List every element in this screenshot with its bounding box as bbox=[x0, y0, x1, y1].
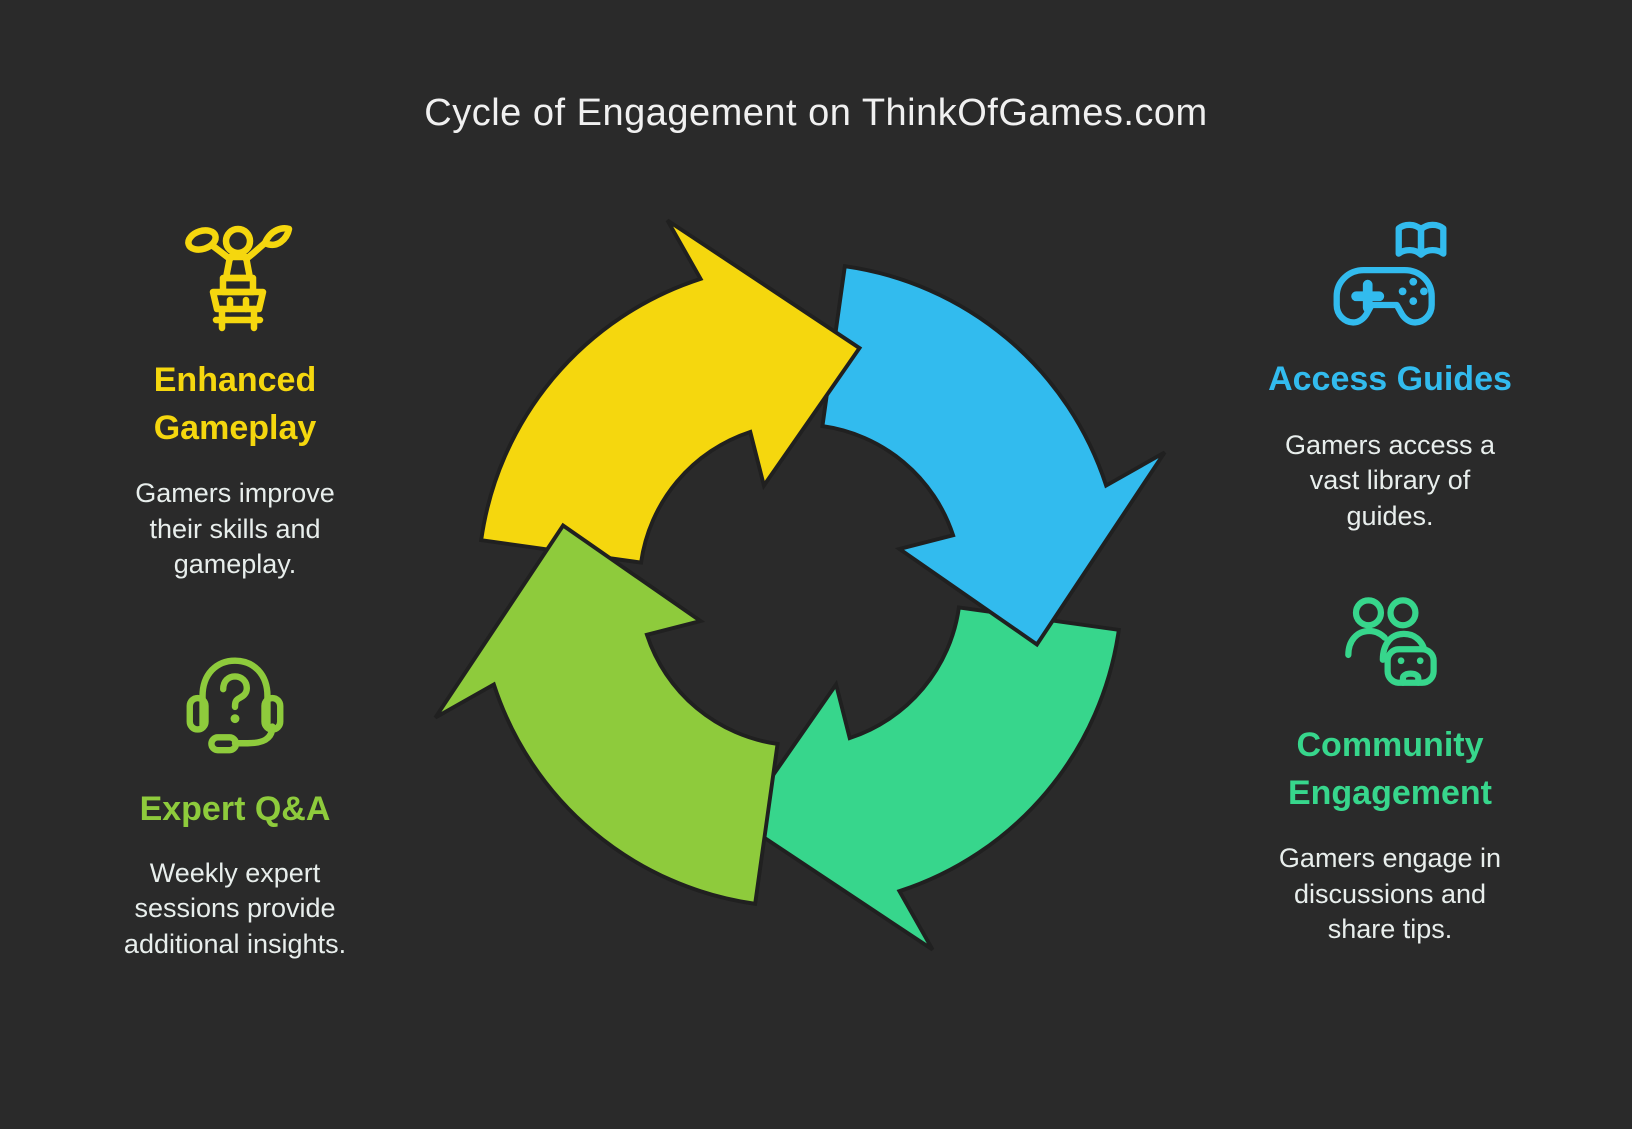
section-access-guides: Access Guides Gamers access a vast libra… bbox=[1265, 212, 1515, 534]
cycle-arrow-expert-qa bbox=[433, 522, 780, 907]
section-heading: Access Guides bbox=[1268, 360, 1512, 398]
controller-book-icon bbox=[1333, 221, 1447, 326]
section-description: Weekly expert sessions provide additiona… bbox=[123, 857, 347, 959]
section-heading: Enhanced Gameplay bbox=[153, 361, 317, 447]
section-enhanced-gameplay: Enhanced Gameplay Gamers improve their s… bbox=[110, 215, 360, 583]
section-description: Gamers improve their skills and gameplay… bbox=[135, 478, 335, 580]
section-description: Gamers engage in discussions and share t… bbox=[1278, 843, 1502, 945]
page-title: Cycle of Engagement on ThinkOfGames.com bbox=[424, 92, 1208, 134]
section-description: Gamers access a vast library of guides. bbox=[1284, 429, 1496, 531]
cycle-diagram bbox=[433, 218, 1167, 952]
people-controller-icon bbox=[1344, 597, 1437, 686]
section-heading: Expert Q&A bbox=[139, 790, 331, 828]
section-expert-qa: Expert Q&A Weekly expert sessions provid… bbox=[110, 640, 360, 962]
cycle-arrow-access-guides bbox=[820, 263, 1167, 648]
cycle-arrow-community-engagement bbox=[737, 605, 1122, 952]
cycle-arrow-enhanced-gameplay bbox=[478, 218, 863, 565]
winner-podium-icon bbox=[185, 225, 293, 332]
headset-question-icon bbox=[186, 657, 284, 754]
section-heading: Community Engagement bbox=[1287, 726, 1493, 812]
section-community-engagement: Community Engagement Gamers engage in di… bbox=[1265, 585, 1515, 948]
